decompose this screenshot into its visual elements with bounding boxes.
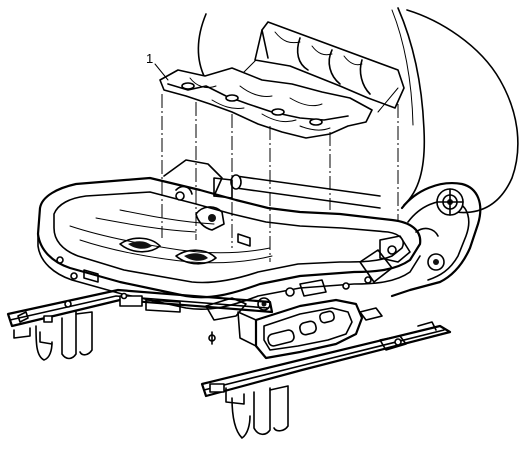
callout-1-label: 1	[146, 51, 153, 66]
cushion-suspension-pad	[159, 67, 373, 139]
side-shield	[205, 297, 364, 360]
lumbar-switch	[299, 320, 317, 336]
callout-1-leader	[154, 63, 169, 81]
recliner-mechanism	[359, 182, 482, 298]
seat-adjust-switch	[267, 329, 295, 347]
callout-1: 1	[146, 51, 169, 81]
installation-lead-lines	[161, 94, 399, 262]
seat-back	[197, 7, 519, 214]
seat-track-right	[200, 307, 452, 439]
seat-cushion-frame	[36, 159, 422, 311]
frame-hardware	[56, 256, 372, 300]
seat-track-left	[6, 288, 274, 361]
recline-switch	[319, 310, 335, 324]
